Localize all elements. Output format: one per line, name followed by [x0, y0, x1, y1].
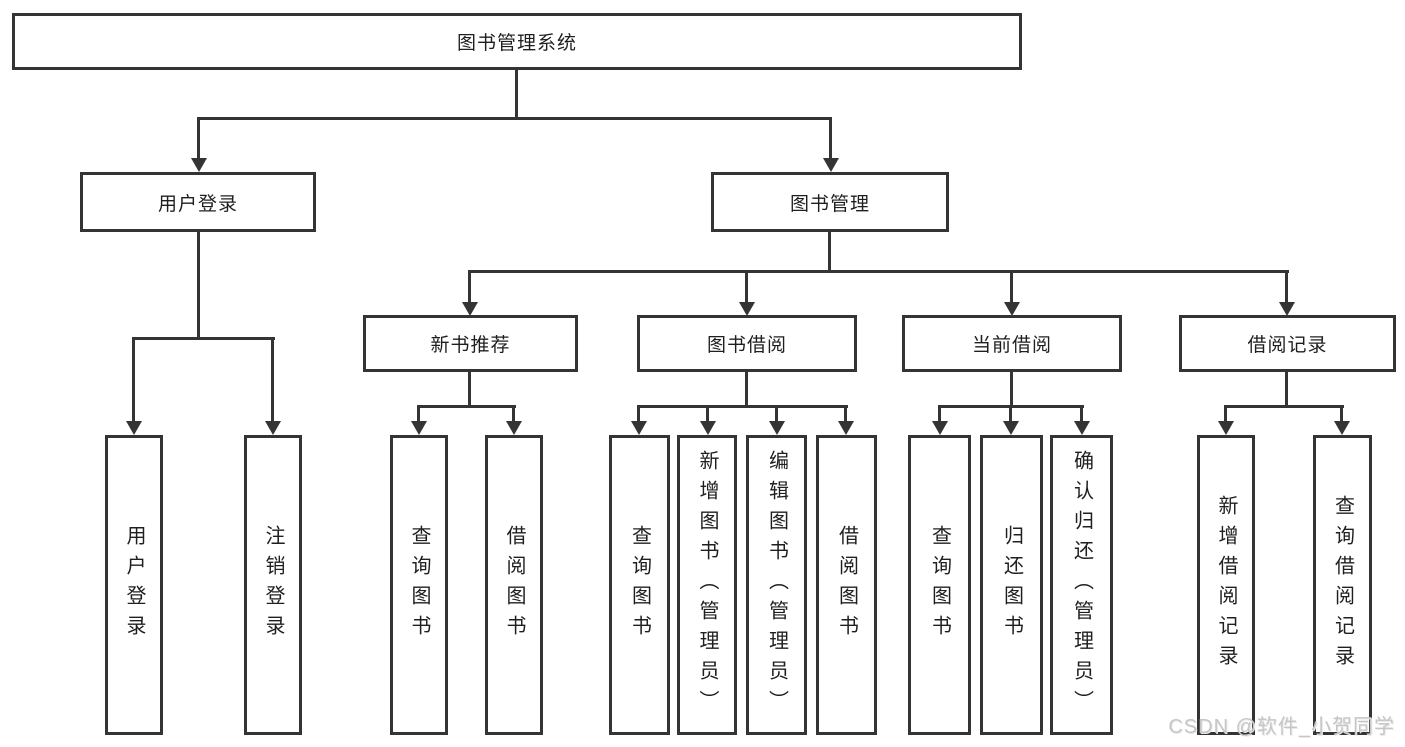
connector-line: [1224, 405, 1227, 423]
connector-line: [132, 337, 275, 340]
connector-line: [1080, 405, 1083, 423]
connector-line: [1285, 372, 1288, 408]
arrow-down-icon: [1074, 421, 1090, 435]
leaf-query-books-recommend: 查询图书: [390, 435, 448, 735]
connector-line: [515, 70, 518, 119]
connector-line: [938, 405, 941, 423]
connector-line: [745, 270, 748, 304]
connector-line: [637, 405, 640, 423]
arrow-down-icon: [1003, 421, 1019, 435]
connector-line: [468, 372, 471, 408]
connector-line: [1224, 405, 1344, 408]
connector-line: [468, 270, 471, 304]
node-borrow-records: 借阅记录: [1179, 315, 1396, 372]
leaf-borrow-books-recommend-label: 借阅图书: [503, 525, 525, 645]
leaf-confirm-return-admin: 确认归还（管理员）: [1050, 435, 1113, 735]
node-user-login-label: 用户登录: [157, 193, 238, 215]
node-book-borrow: 图书借阅: [637, 315, 857, 372]
connector-line: [775, 405, 778, 423]
leaf-query-books-recommend-label: 查询图书: [408, 525, 430, 645]
node-root-label: 图书管理系统: [456, 33, 577, 54]
leaf-query-books-borrow: 查询图书: [609, 435, 670, 735]
arrow-down-icon: [1279, 302, 1295, 316]
connector-line: [828, 232, 831, 273]
leaf-add-borrow-record-label: 新增借阅记录: [1215, 495, 1237, 675]
leaf-borrow-books-recommend: 借阅图书: [485, 435, 543, 735]
arrow-down-icon: [1218, 421, 1234, 435]
node-current-borrow: 当前借阅: [902, 315, 1122, 372]
node-new-book-recommend: 新书推荐: [363, 315, 578, 372]
connector-line: [132, 337, 135, 423]
arrow-down-icon: [411, 421, 427, 435]
leaf-add-borrow-record: 新增借阅记录: [1197, 435, 1255, 735]
connector-line: [417, 405, 516, 408]
arrow-down-icon: [700, 421, 716, 435]
node-borrow-records-label: 借阅记录: [1247, 335, 1328, 356]
arrow-down-icon: [631, 421, 647, 435]
node-book-borrow-label: 图书借阅: [706, 335, 787, 356]
leaf-logout-login: 注销登录: [244, 435, 302, 735]
leaf-edit-book-admin-label: 编辑图书（管理员）: [765, 450, 788, 720]
connector-line: [197, 232, 200, 340]
arrow-down-icon: [462, 302, 478, 316]
node-new-book-recommend-label: 新书推荐: [430, 335, 511, 356]
arrow-down-icon: [769, 421, 785, 435]
connector-line: [706, 405, 709, 423]
leaf-query-borrow-record: 查询借阅记录: [1313, 435, 1372, 735]
arrow-down-icon: [265, 421, 281, 435]
leaf-return-book-label: 归还图书: [1000, 525, 1023, 645]
leaf-add-book-admin-label: 新增图书（管理员）: [696, 450, 718, 720]
connector-line: [829, 117, 832, 160]
leaf-query-books-current: 查询图书: [908, 435, 971, 735]
connector-line: [197, 117, 832, 120]
arrow-down-icon: [126, 421, 142, 435]
arrow-down-icon: [823, 158, 839, 172]
node-root: 图书管理系统: [12, 13, 1022, 70]
leaf-logout-login-label: 注销登录: [262, 525, 284, 645]
leaf-query-borrow-record-label: 查询借阅记录: [1331, 495, 1354, 675]
connector-line: [271, 337, 274, 423]
arrow-down-icon: [191, 158, 207, 172]
csdn-watermark: CSDN @软件_小贺同学: [1168, 716, 1395, 738]
connector-line: [417, 405, 420, 423]
arrow-down-icon: [1004, 302, 1020, 316]
node-book-management: 图书管理: [711, 172, 949, 232]
leaf-user-login-label: 用户登录: [123, 525, 145, 645]
node-current-borrow-label: 当前借阅: [971, 335, 1052, 356]
connector-line: [1285, 270, 1288, 304]
leaf-edit-book-admin: 编辑图书（管理员）: [746, 435, 807, 735]
connector-line: [1010, 270, 1013, 304]
connector-line: [1010, 372, 1013, 408]
leaf-user-login: 用户登录: [105, 435, 163, 735]
connector-line: [745, 372, 748, 408]
arrow-down-icon: [506, 421, 522, 435]
connector-line: [197, 117, 200, 160]
leaf-query-books-borrow-label: 查询图书: [628, 525, 651, 645]
arrow-down-icon: [932, 421, 948, 435]
arrow-down-icon: [1334, 421, 1350, 435]
connector-line: [512, 405, 515, 423]
leaf-return-book: 归还图书: [980, 435, 1043, 735]
arrow-down-icon: [838, 421, 854, 435]
node-user-login: 用户登录: [80, 172, 316, 232]
leaf-add-book-admin: 新增图书（管理员）: [677, 435, 737, 735]
connector-line: [1340, 405, 1343, 423]
connector-line: [844, 405, 847, 423]
leaf-query-books-current-label: 查询图书: [928, 525, 951, 645]
connector-line: [468, 270, 1289, 273]
leaf-borrow-books-label: 借阅图书: [835, 525, 858, 645]
leaf-borrow-books: 借阅图书: [816, 435, 877, 735]
connector-line: [1009, 405, 1012, 423]
arrow-down-icon: [739, 302, 755, 316]
node-book-management-label: 图书管理: [789, 193, 870, 215]
connector-line: [637, 405, 848, 408]
leaf-confirm-return-admin-label: 确认归还（管理员）: [1070, 450, 1093, 720]
